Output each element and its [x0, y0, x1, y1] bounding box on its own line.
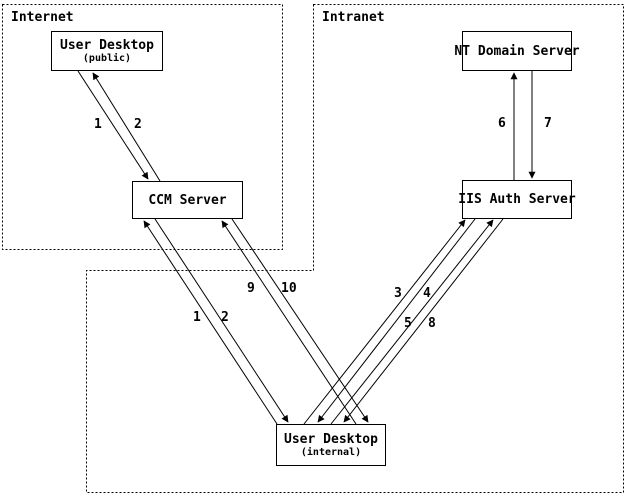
node-title: User Desktop [284, 432, 378, 447]
arrow-label-2-public: 2 [134, 117, 142, 132]
node-ccm-server: CCM Server [132, 181, 243, 219]
arrow-9-internal-to-ccm [221, 220, 357, 425]
node-iis-auth-server: IIS Auth Server [458, 180, 576, 219]
arrow-3-internal-to-iis [303, 219, 466, 425]
node-title: User Desktop [60, 38, 154, 53]
node-user-desktop-public: User Desktop (public) [51, 31, 163, 71]
node-title: CCM Server [148, 192, 227, 208]
arrow-label-9: 9 [247, 281, 255, 296]
arrow-label-4: 4 [423, 286, 431, 301]
arrow-label-1-internal: 1 [193, 310, 201, 325]
arrow-label-3: 3 [394, 286, 402, 301]
arrow-label-8: 8 [428, 316, 436, 331]
node-subtitle: (internal) [300, 447, 362, 458]
arrow-label-1-public: 1 [94, 117, 102, 132]
arrow-4-iis-to-internal [317, 218, 476, 423]
arrow-1-public-to-ccm [77, 70, 149, 180]
arrow-5-internal-to-iis [330, 219, 494, 425]
arrow-label-10: 10 [281, 281, 297, 296]
arrow-1-internal-to-ccm [143, 220, 278, 425]
arrow-10-ccm-to-internal [231, 218, 369, 423]
internet-zone-outline [2, 4, 283, 250]
arrow-label-2-internal: 2 [221, 310, 229, 325]
node-title: IIS Auth Server [458, 192, 576, 207]
node-title: NT Domain Server [454, 43, 580, 59]
node-nt-domain-server: NT Domain Server [454, 31, 580, 71]
intranet-zone-outline [86, 4, 624, 493]
arrow-label-5: 5 [404, 316, 412, 331]
intranet-zone-label: Intranet [322, 10, 385, 25]
arrow-2-ccm-to-internal [154, 218, 289, 423]
arrow-label-7: 7 [544, 116, 552, 131]
node-subtitle: (public) [82, 53, 132, 64]
internet-zone-label: Internet [11, 10, 74, 25]
arrow-8-iis-to-internal [343, 218, 504, 423]
arrow-label-6: 6 [498, 116, 506, 131]
arrow-2-ccm-to-public [92, 72, 161, 182]
node-user-desktop-internal: User Desktop (internal) [276, 424, 386, 466]
